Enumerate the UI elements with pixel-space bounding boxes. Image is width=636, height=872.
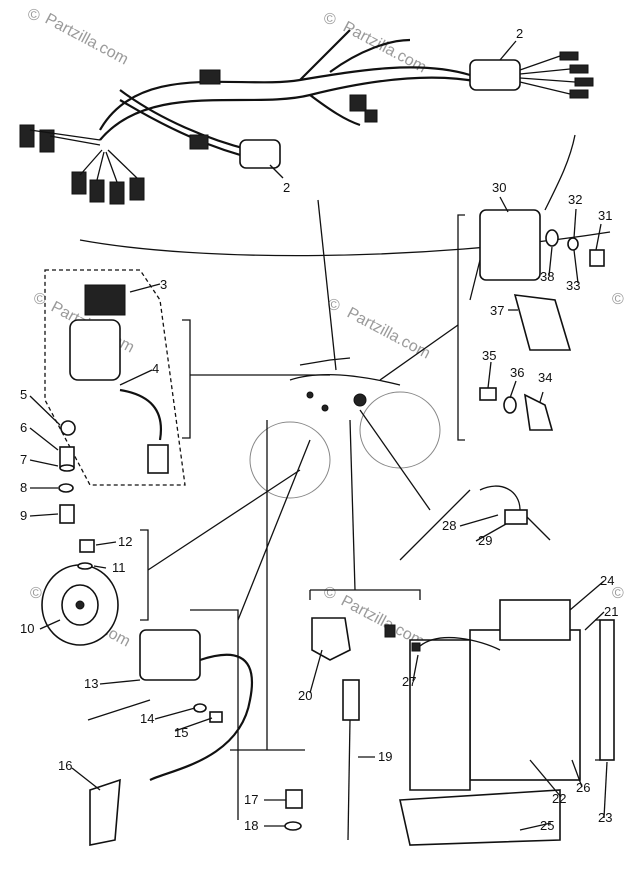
watermark-symbol: © — [30, 585, 42, 602]
callout-label: 32 — [568, 192, 582, 207]
callout-label: 19 — [378, 749, 392, 764]
watermark-symbol: © — [34, 291, 46, 308]
right-electrical-group — [379, 134, 605, 441]
callout-label: 31 — [598, 208, 612, 223]
watermark-top-left: © Partzilla.com — [28, 7, 131, 69]
callout-labels: 2 2 3 4 5 6 7 8 9 10 11 12 13 14 15 16 1… — [20, 26, 618, 833]
watermark-center: © Partzilla.com — [328, 297, 433, 363]
callout-label: 30 — [492, 180, 506, 195]
callout-label: 7 — [20, 452, 27, 467]
watermark-symbol: © — [324, 11, 336, 28]
callout-label: 2 — [283, 180, 290, 195]
callout-label: 14 — [140, 711, 154, 726]
sensor-bracket-group — [309, 419, 421, 841]
harness-pointer — [317, 199, 337, 371]
callout-label: 28 — [442, 518, 456, 533]
callout-leaders — [29, 40, 608, 831]
horn-group — [41, 469, 301, 646]
callout-label: 27 — [402, 674, 416, 689]
callout-label: 35 — [482, 348, 496, 363]
fuse-lead-group — [359, 409, 551, 561]
watermark-symbol: © — [328, 297, 340, 314]
battery-group — [399, 599, 615, 846]
harness-sleeve-lower — [239, 139, 281, 169]
callout-label: 37 — [490, 303, 504, 318]
callout-label: 9 — [20, 508, 27, 523]
callout-label: 15 — [174, 725, 188, 740]
callout-label: 8 — [20, 480, 27, 495]
callout-label: 10 — [20, 621, 34, 636]
watermark-symbol: © — [612, 291, 624, 308]
callout-label: 25 — [540, 818, 554, 833]
callout-label: 3 — [160, 277, 167, 292]
watermark-symbol: © — [28, 7, 40, 24]
callout-label: 18 — [244, 818, 258, 833]
callout-label: 33 — [566, 278, 580, 293]
small-fasteners-left — [58, 420, 76, 524]
watermark-symbol: © — [612, 585, 624, 602]
watermark-text: Partzilla.com — [344, 305, 433, 363]
callout-label: 23 — [598, 810, 612, 825]
callout-label: 11 — [112, 560, 126, 575]
harness-sleeve-right — [469, 59, 521, 91]
callout-label: 29 — [478, 533, 492, 548]
callout-label: 4 — [152, 361, 159, 376]
callout-label: 24 — [600, 573, 614, 588]
callout-label: 21 — [604, 604, 618, 619]
callout-label: 13 — [84, 676, 98, 691]
callout-label: 26 — [576, 780, 590, 795]
watermark-text: Partzilla.com — [42, 11, 131, 69]
main-switch-group — [44, 269, 330, 486]
watermark-symbol: © — [324, 585, 336, 602]
wire-harness — [19, 29, 594, 205]
callout-label: 12 — [118, 534, 132, 549]
callout-label: 36 — [510, 365, 524, 380]
callout-label: 34 — [538, 370, 552, 385]
ignition-coil-group — [87, 439, 311, 846]
callout-label: 22 — [552, 791, 566, 806]
callout-label: 16 — [58, 758, 72, 773]
watermark-right-middle: © — [612, 291, 624, 308]
callout-label: 6 — [20, 420, 27, 435]
callout-label: 2 — [516, 26, 523, 41]
callout-label: 38 — [540, 269, 554, 284]
watermark-lower-right: © — [612, 585, 624, 602]
callout-label: 5 — [20, 387, 27, 402]
motorcycle-frame-outline — [249, 357, 441, 499]
callout-label: 17 — [244, 792, 258, 807]
callout-label: 20 — [298, 688, 312, 703]
